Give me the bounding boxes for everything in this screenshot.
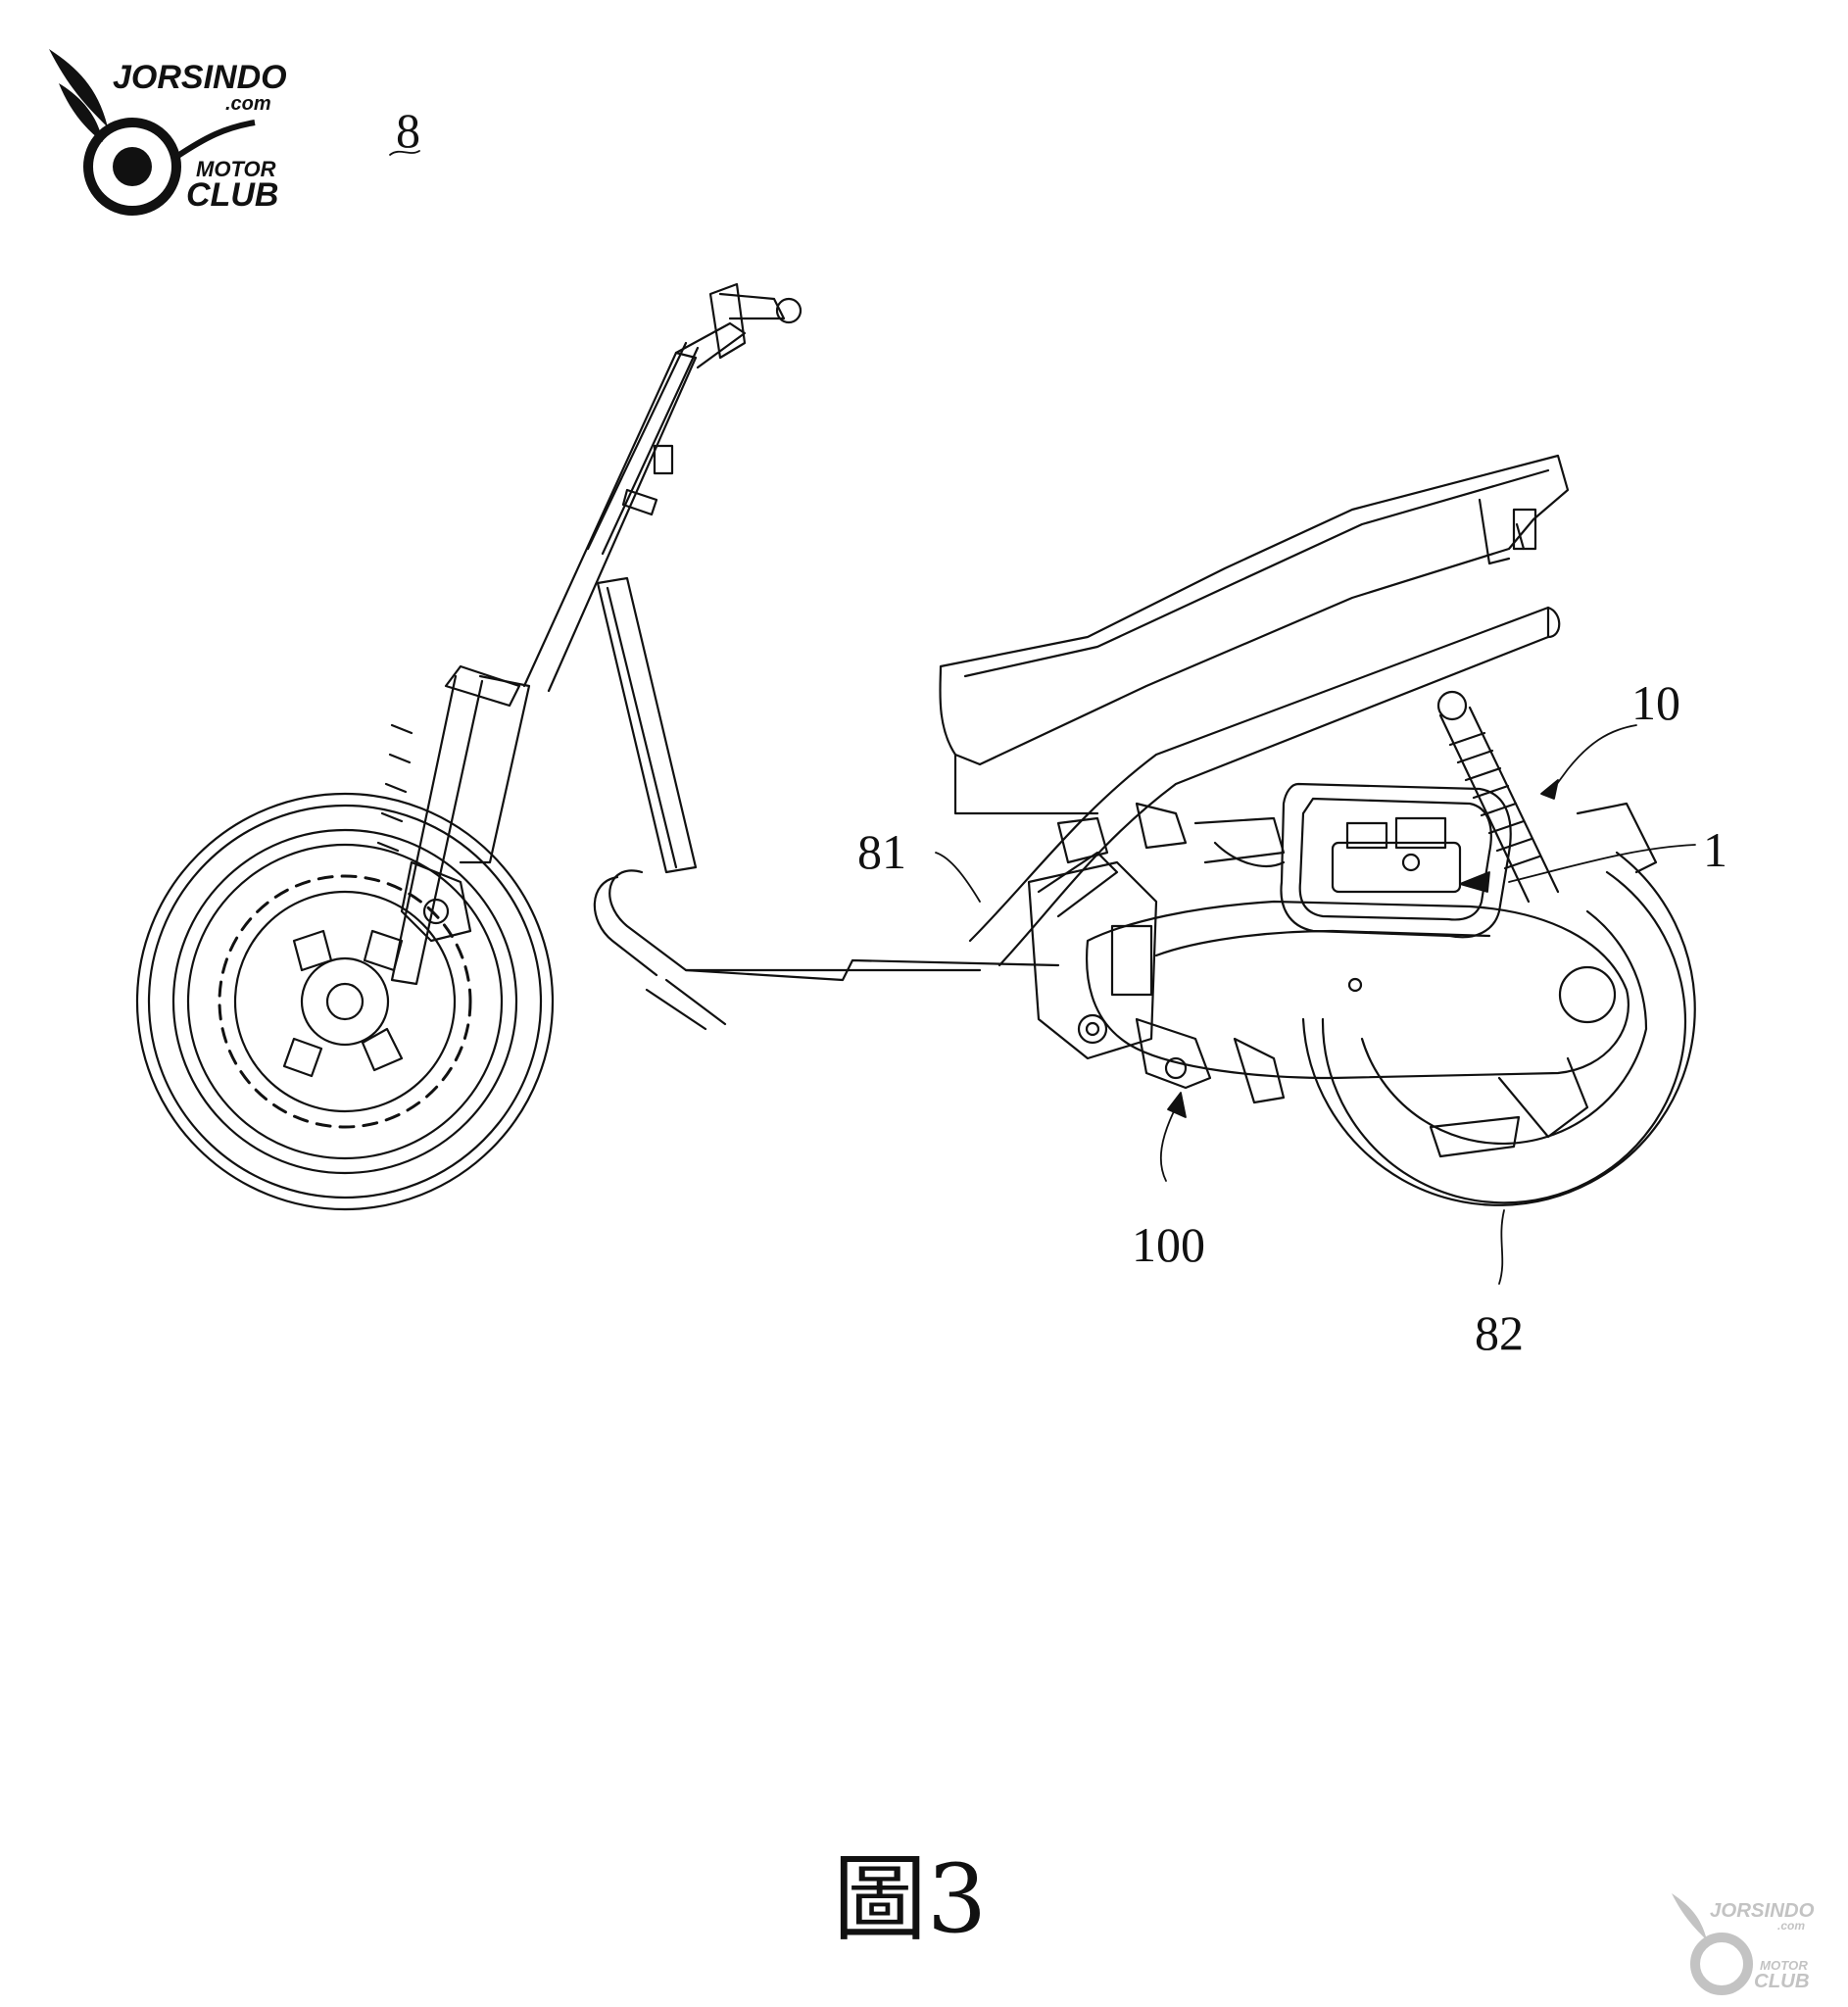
frame-rear-tubes: [970, 608, 1559, 965]
watermark-line2: CLUB: [1754, 1971, 1810, 1992]
leader-lines: [390, 151, 1695, 1284]
front-wheel: [137, 794, 553, 1209]
frame-down-tube: [595, 578, 1058, 1029]
steering-column: [524, 284, 801, 691]
engine-details: [1058, 804, 1284, 866]
ref-numeral-100: 100: [1132, 1217, 1205, 1272]
battery-unit: [1281, 784, 1510, 937]
jorsindo-logo: JORSINDO .com MOTOR CLUB: [49, 49, 287, 225]
ref-numeral-82: 82: [1475, 1305, 1524, 1360]
ref-numeral-8: 8: [396, 103, 420, 158]
logo-line1: MOTOR: [196, 157, 276, 181]
rear-wheel: [1303, 804, 1695, 1205]
logo-line2: CLUB: [186, 176, 278, 214]
ref-numeral-1: 1: [1703, 822, 1727, 877]
ref-numeral-10: 10: [1631, 675, 1680, 730]
front-fork: [378, 666, 529, 984]
logo-brand: JORSINDO: [113, 59, 287, 96]
ref-numeral-81: 81: [857, 824, 906, 879]
watermark-domain: .com: [1777, 1919, 1805, 1933]
figure-caption: 圖3: [833, 1844, 988, 1954]
rear-shock: [1438, 692, 1558, 902]
logo-domain: .com: [225, 93, 271, 115]
transmission-case: [1029, 862, 1629, 1102]
seat-storage: [940, 456, 1568, 813]
watermark-brand: JORSINDO: [1710, 1900, 1815, 1922]
watermark-line1: MOTOR: [1760, 1958, 1808, 1973]
jorsindo-watermark-small: JORSINDO .com MOTOR CLUB: [1672, 1893, 1815, 1999]
